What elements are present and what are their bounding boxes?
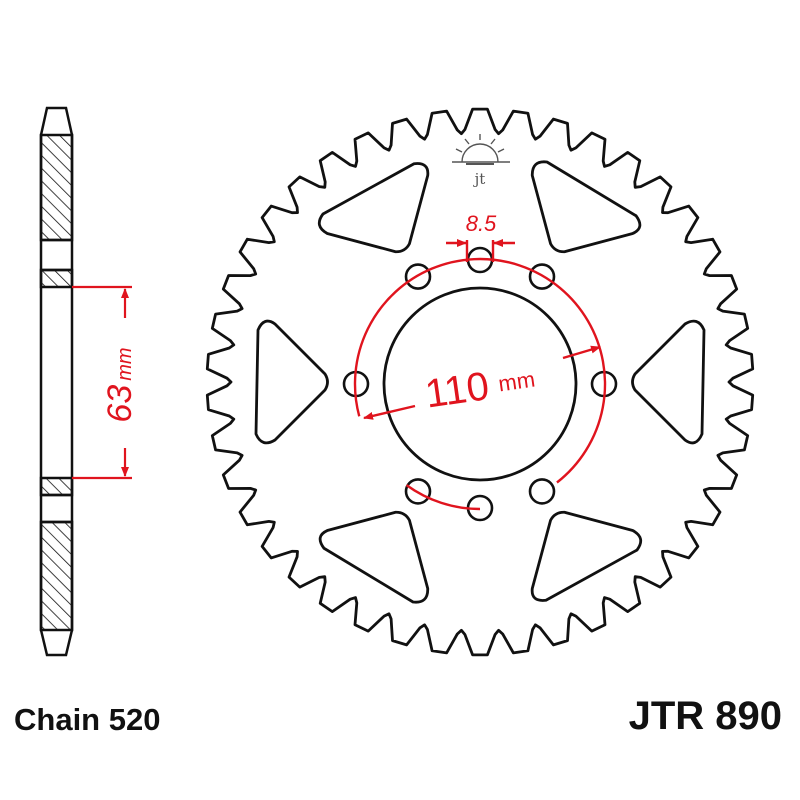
sprocket-outline xyxy=(205,107,755,657)
svg-text:jt: jt xyxy=(473,170,486,188)
side-profile xyxy=(39,106,74,657)
offset-dimension xyxy=(72,285,132,480)
jt-logo: jt xyxy=(452,134,510,188)
cutout-window xyxy=(317,162,430,254)
offset-dimension-label: 63mm xyxy=(101,347,139,422)
cutout-window xyxy=(530,510,643,602)
cutout-window xyxy=(530,160,642,254)
cutout-window xyxy=(631,319,706,445)
bolt-hole-dimension-label: 8.5 xyxy=(466,211,497,236)
lightening-cutouts xyxy=(254,160,706,604)
pcd-dimension xyxy=(353,239,607,511)
chain-size-label: Chain 520 xyxy=(14,702,161,737)
cutout-window xyxy=(318,510,430,604)
center-bore xyxy=(382,286,578,482)
model-number-label: JTR 890 xyxy=(628,694,782,738)
bolt-hole xyxy=(528,478,556,505)
cutout-window xyxy=(254,319,329,445)
